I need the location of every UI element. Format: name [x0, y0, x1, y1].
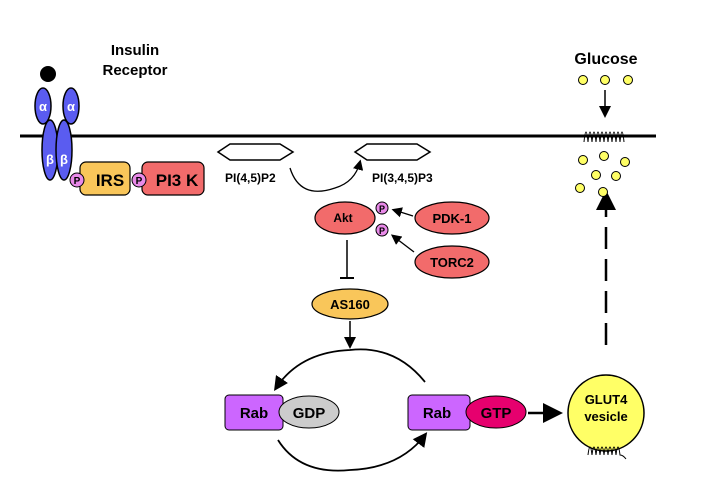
- irs-label: IRS: [96, 171, 124, 190]
- pip2-label: PI(4,5)P2: [225, 171, 276, 185]
- svg-text:P: P: [136, 176, 143, 187]
- beta-label: β: [60, 152, 68, 167]
- glut4-label: GLUT4: [585, 392, 628, 407]
- pdk1-node: [414, 201, 490, 235]
- gdp-node: [278, 395, 340, 429]
- pdk1-label: PDK-1: [432, 211, 471, 226]
- glut4-label-2: vesicle: [584, 409, 627, 424]
- torc2-label: TORC2: [430, 255, 474, 270]
- insulin-molecule: [40, 66, 56, 82]
- gtp-node: [465, 395, 527, 429]
- pip3-hexagon: [353, 143, 432, 161]
- pip2-hexagon: [216, 143, 295, 161]
- phospho-akt: P: [375, 201, 389, 215]
- rab-label: Rab: [240, 405, 268, 422]
- pi3k-label: PI3 K: [156, 171, 199, 190]
- torc2-node: [414, 245, 490, 279]
- rab-label: Rab: [423, 405, 451, 422]
- gtp-label: GTP: [481, 405, 512, 422]
- alpha-label: α: [67, 99, 75, 114]
- glucose-molecules: [575, 75, 633, 197]
- as160-node: [311, 288, 389, 320]
- akt-label: Akt: [333, 211, 352, 225]
- beta-label: β: [46, 152, 54, 167]
- pdk1-arrow: [391, 207, 414, 218]
- phospho-akt: P: [375, 223, 389, 237]
- alpha-label: α: [39, 99, 47, 114]
- alpha-subunit: [62, 87, 80, 125]
- pip3-label: PI(3,4,5)P3: [372, 171, 433, 185]
- glut4-transporter-membrane-icon: [583, 131, 625, 143]
- torc2-arrow: [390, 234, 415, 253]
- akt-node: [314, 201, 376, 235]
- insulin-receptor-label-2: Receptor: [102, 62, 167, 79]
- phospho-pi3k: P: [131, 172, 147, 188]
- svg-text:P: P: [379, 226, 385, 236]
- beta-subunit: [55, 119, 73, 181]
- cycle-arrow-top: [274, 348, 426, 391]
- glut4-transporter-icon: [587, 446, 627, 460]
- cycle-arrow-bottom: [277, 432, 428, 472]
- glucose-label: Glucose: [574, 51, 637, 68]
- conversion-arrow: [289, 159, 364, 192]
- phospho-irs: P: [69, 172, 85, 188]
- gdp-label: GDP: [293, 405, 326, 422]
- insulin-receptor: Insulin Receptor α α β β: [34, 42, 168, 181]
- glut4-vesicle: [567, 374, 645, 452]
- alpha-subunit: [34, 87, 52, 125]
- insulin-receptor-label: Insulin: [111, 42, 159, 59]
- as160-label: AS160: [330, 297, 370, 312]
- svg-text:P: P: [74, 176, 81, 187]
- svg-text:P: P: [379, 204, 385, 214]
